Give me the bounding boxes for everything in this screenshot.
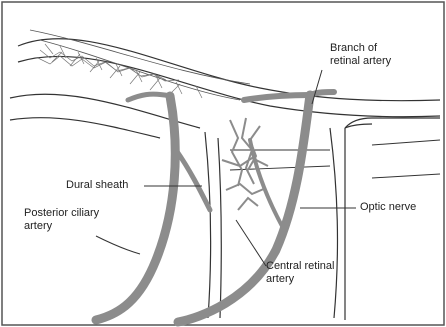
label-branch-line2: retinal artery: [330, 55, 391, 68]
capillary-network: [222, 118, 268, 210]
label-posterior-line1: Posterior ciliary: [24, 207, 99, 220]
choroid-mesh: [38, 44, 202, 98]
figure-border: [2, 2, 444, 325]
posterior-ciliary-artery: [96, 96, 175, 320]
label-optic-nerve: Optic nerve: [360, 201, 416, 214]
nerve-inner-left: [218, 138, 221, 318]
branch-retinal-artery-left: [244, 95, 310, 100]
label-posterior-line2: artery: [24, 220, 52, 233]
label-central-line1: Central retinal: [266, 260, 334, 273]
label-dural-sheath: Dural sheath: [66, 179, 128, 192]
branch-leader: [312, 70, 322, 104]
label-branch-line1: Branch of: [330, 42, 377, 55]
dural-sheath-left: [205, 132, 211, 318]
nerve-right-edge: [330, 128, 337, 318]
vessels: [96, 92, 334, 322]
sclera-lower-line-2: [10, 118, 160, 138]
branch-retinal-artery-right: [310, 92, 334, 95]
posterior-leader: [96, 236, 140, 254]
central-leader: [236, 220, 266, 266]
label-central-line2: artery: [266, 273, 294, 286]
